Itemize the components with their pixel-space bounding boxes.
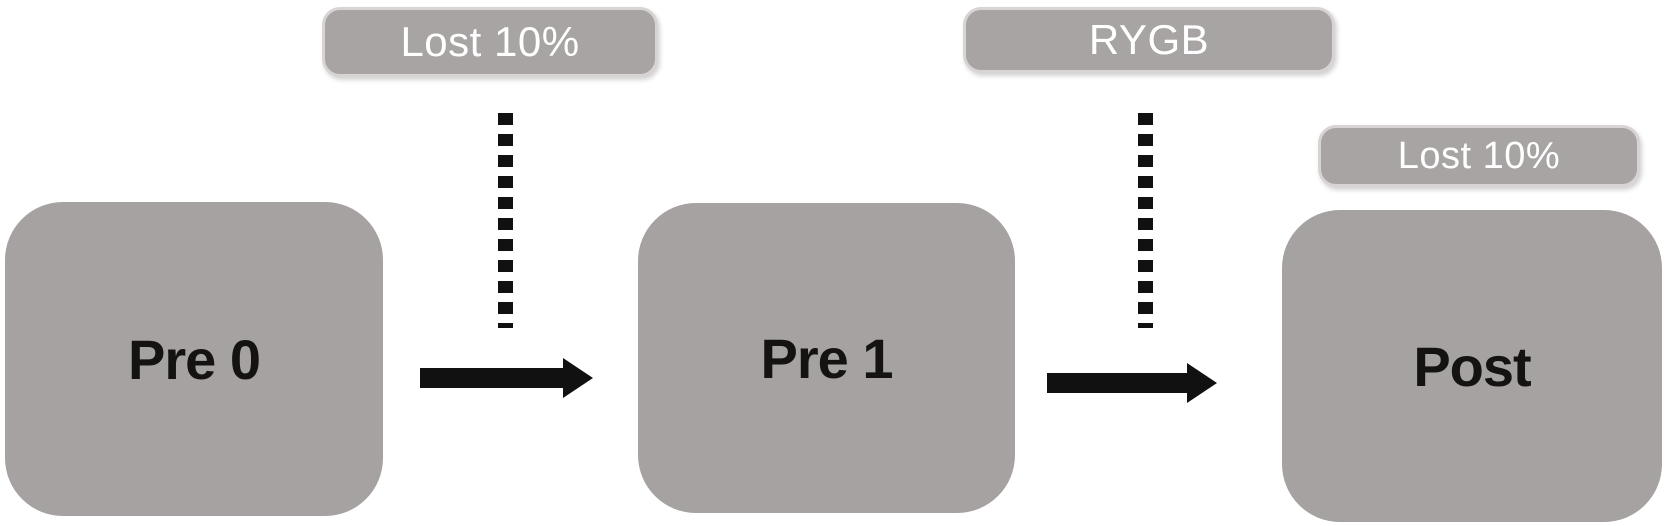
arrow-right-icon — [420, 358, 593, 398]
node-post: Post — [1282, 210, 1662, 522]
node-post-label: Post — [1413, 334, 1531, 398]
dotted-connector-rygb-icon — [1138, 113, 1153, 328]
badge-rygb: RYGB — [963, 7, 1335, 73]
node-pre1-label: Pre 1 — [760, 326, 894, 390]
node-pre0-label: Pre 0 — [128, 327, 261, 391]
arrow-right-icon — [1047, 363, 1217, 403]
badge-lost10-pre0: Lost 10% — [322, 7, 658, 77]
dotted-connector-lost10-icon — [498, 113, 513, 328]
node-pre1: Pre 1 — [638, 203, 1015, 513]
badge-lost10-post: Lost 10% — [1318, 125, 1640, 187]
node-pre0: Pre 0 — [5, 202, 383, 516]
